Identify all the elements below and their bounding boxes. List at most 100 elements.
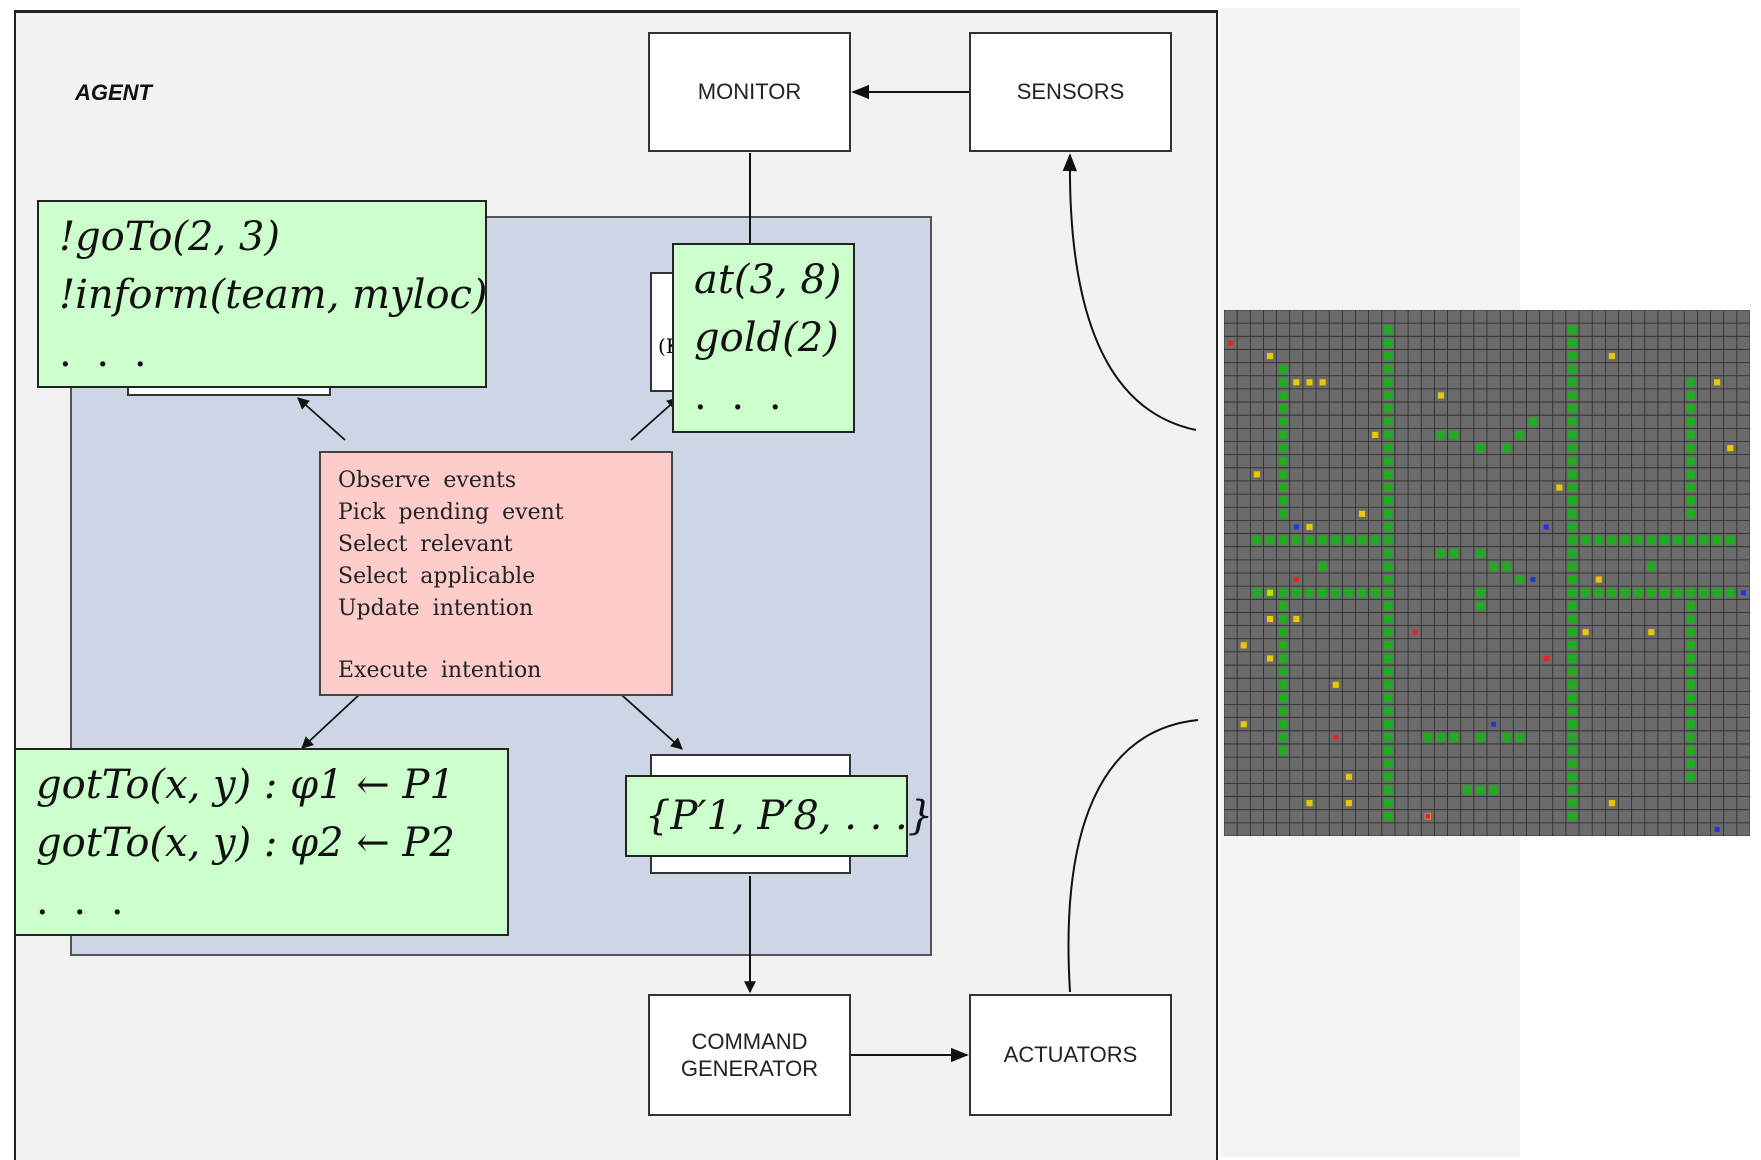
obstacle-cell bbox=[1686, 614, 1696, 624]
obstacle-cell bbox=[1568, 443, 1577, 453]
obstacle-cell bbox=[1383, 588, 1393, 598]
obstacle-cell bbox=[1383, 561, 1393, 571]
obstacle-cell bbox=[1620, 588, 1630, 598]
obstacle-cell bbox=[1528, 417, 1538, 427]
obstacle-cell bbox=[1278, 614, 1288, 624]
red-agent-cell bbox=[1333, 734, 1339, 740]
obstacle-cell bbox=[1568, 417, 1577, 427]
belief-ellipsis: . . . bbox=[694, 373, 788, 419]
obstacle-cell bbox=[1686, 732, 1696, 742]
obstacle-cell bbox=[1594, 535, 1604, 545]
gold-cell bbox=[1714, 379, 1721, 386]
obstacle-cell bbox=[1502, 732, 1512, 742]
obstacle-cell bbox=[1673, 535, 1683, 545]
obstacle-cell bbox=[1568, 811, 1577, 821]
blue-agent-cell bbox=[1530, 577, 1536, 583]
obstacle-cell bbox=[1515, 430, 1525, 440]
obstacle-cell bbox=[1686, 404, 1696, 414]
obstacle-cell bbox=[1278, 654, 1288, 663]
obstacle-cell bbox=[1568, 404, 1577, 414]
obstacle-cell bbox=[1568, 338, 1577, 348]
obstacle-cell bbox=[1383, 627, 1393, 637]
obstacle-cell bbox=[1383, 496, 1393, 506]
blue-agent-cell bbox=[1740, 590, 1746, 596]
obstacle-cell bbox=[1383, 798, 1393, 808]
monitor-box: MONITOR bbox=[648, 32, 851, 152]
obstacle-cell bbox=[1568, 732, 1577, 742]
blue-agent-cell bbox=[1543, 524, 1549, 530]
obstacle-cell bbox=[1278, 746, 1288, 755]
obstacle-cell bbox=[1436, 548, 1446, 558]
obstacle-cell bbox=[1686, 627, 1696, 637]
obstacle-cell bbox=[1344, 535, 1354, 545]
belief-line: gold(2) bbox=[694, 315, 839, 361]
obstacle-cell bbox=[1291, 535, 1301, 545]
obstacle-cell bbox=[1568, 351, 1577, 361]
obstacle-cell bbox=[1686, 759, 1696, 769]
obstacle-cell bbox=[1633, 535, 1643, 545]
obstacle-cell bbox=[1673, 588, 1683, 598]
grid-world-map bbox=[1224, 310, 1750, 836]
gold-cell bbox=[1437, 392, 1445, 399]
intentions-box: {P′1, P′8, . . .} bbox=[625, 775, 933, 857]
monitor-label: MONITOR bbox=[697, 79, 802, 105]
obstacle-cell bbox=[1568, 483, 1577, 492]
obstacle-cell bbox=[1278, 469, 1288, 479]
obstacle-cell bbox=[1686, 667, 1696, 677]
plan-line: gotTo(x, y) : φ1 ← P1 bbox=[36, 762, 455, 808]
obstacle-cell bbox=[1383, 811, 1393, 821]
gold-cell bbox=[1332, 681, 1339, 688]
cycle-step: Pick pending event bbox=[338, 500, 564, 525]
plan-line: gotTo(x, y) : φ2 ← P2 bbox=[36, 820, 455, 866]
obstacle-cell bbox=[1607, 588, 1617, 598]
gold-cell bbox=[1266, 655, 1274, 662]
gold-cell bbox=[1319, 379, 1326, 386]
obstacle-cell bbox=[1686, 535, 1696, 545]
obstacle-cell bbox=[1383, 509, 1393, 519]
obstacle-cell bbox=[1475, 443, 1485, 453]
obstacle-cell bbox=[1568, 746, 1577, 755]
obstacle-cell bbox=[1502, 443, 1512, 453]
goal-ellipsis: . . . bbox=[59, 330, 153, 376]
sensors-box: SENSORS bbox=[969, 32, 1172, 152]
obstacle-cell bbox=[1699, 535, 1709, 545]
red-agent-cell bbox=[1425, 813, 1431, 819]
gold-cell bbox=[1293, 379, 1300, 386]
gold-cell bbox=[1253, 471, 1260, 478]
obstacle-cell bbox=[1686, 588, 1696, 598]
obstacle-cell bbox=[1449, 732, 1459, 742]
edge-cycle-to-beliefs bbox=[630, 397, 679, 441]
goal-line: !goTo(2, 3) bbox=[59, 214, 280, 260]
obstacle-cell bbox=[1383, 351, 1393, 361]
plans-box: gotTo(x, y) : φ1 ← P1 gotTo(x, y) : φ2 ←… bbox=[14, 748, 509, 936]
obstacle-cell bbox=[1568, 719, 1577, 729]
blue-agent-cell bbox=[1293, 524, 1299, 530]
obstacle-cell bbox=[1423, 732, 1433, 742]
obstacle-cell bbox=[1383, 772, 1393, 782]
obstacle-cell bbox=[1686, 706, 1696, 716]
obstacle-cell bbox=[1278, 706, 1288, 716]
obstacle-cell bbox=[1252, 535, 1262, 545]
obstacle-cell bbox=[1278, 588, 1288, 598]
obstacle-cell bbox=[1370, 535, 1380, 545]
obstacle-cell bbox=[1383, 364, 1393, 374]
plan-ellipsis: . . . bbox=[36, 878, 130, 924]
actuators-box: ACTUATORS bbox=[969, 994, 1172, 1116]
obstacle-cell bbox=[1712, 588, 1722, 598]
obstacle-cell bbox=[1278, 404, 1288, 414]
obstacle-cell bbox=[1568, 627, 1577, 637]
obstacle-cell bbox=[1383, 535, 1393, 545]
obstacle-cell bbox=[1568, 785, 1577, 795]
obstacle-cell bbox=[1594, 588, 1604, 598]
obstacle-cell bbox=[1686, 391, 1696, 400]
gold-cell bbox=[1345, 800, 1352, 807]
obstacle-cell bbox=[1462, 785, 1472, 795]
obstacle-cell bbox=[1436, 732, 1446, 742]
gold-cell bbox=[1293, 615, 1300, 623]
obstacle-cell bbox=[1383, 732, 1393, 742]
sensors-label: SENSORS bbox=[1016, 79, 1125, 105]
obstacle-cell bbox=[1568, 364, 1577, 374]
obstacle-cell bbox=[1278, 364, 1288, 374]
obstacle-cell bbox=[1686, 443, 1696, 453]
